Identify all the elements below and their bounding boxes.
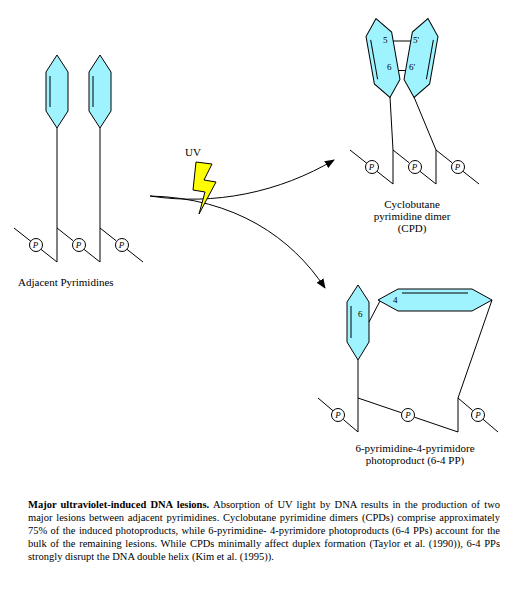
reaction-arrow: [150, 160, 334, 199]
pyrimidine-ring: [401, 16, 440, 99]
phosphate-circle: P: [451, 160, 465, 174]
diagram-label: Cyclobutane pyrimidine dimer (CPD): [362, 198, 462, 234]
pyrimidine-ring: [378, 289, 492, 311]
phosphate-label: P: [335, 410, 341, 420]
backbone-connector: [84, 228, 116, 262]
backbone-connector: [420, 150, 452, 184]
figure-caption: Major ultraviolet-induced DNA lesions.Ab…: [28, 498, 500, 563]
phosphate-label: P: [412, 162, 418, 172]
backbone-connector: [41, 228, 73, 262]
backbone-connector: [377, 150, 409, 184]
uv-bolt: [193, 162, 216, 214]
diagram-label: Adjacent Pyrimidines: [18, 276, 158, 288]
phosphate-label: P: [369, 162, 375, 172]
phosphate-circle: P: [401, 408, 415, 422]
phosphate-circle: P: [331, 408, 345, 422]
pyrimidine-ring: [363, 16, 402, 99]
diagram-label: 4: [393, 295, 401, 305]
sugar-stick: [390, 97, 393, 150]
phosphate-label: P: [33, 240, 39, 250]
sugar-stick: [414, 97, 436, 150]
phosphate-circle: P: [72, 238, 86, 252]
phosphate-circle: P: [471, 408, 485, 422]
phosphate-circle: P: [365, 160, 379, 174]
cyclobutane-bond: [398, 70, 406, 71]
phosphate-circle: P: [115, 238, 129, 252]
phosphate-label: P: [119, 240, 125, 250]
diagram-label: 6: [387, 62, 395, 72]
phosphate-label: P: [405, 410, 411, 420]
sugar-stick: [458, 300, 492, 398]
sugar-stick: [100, 128, 101, 228]
backbone-connector: [415, 398, 473, 432]
phosphate-circle: P: [29, 238, 43, 252]
diagram-label: 5: [383, 35, 391, 45]
pyrimidine-ring: [89, 55, 111, 128]
phosphate-label: P: [455, 162, 461, 172]
pyrimidine-ring: [347, 285, 369, 360]
diagram-label: 6': [409, 62, 419, 72]
pyrimidine-ring: [46, 55, 68, 128]
phosphate-label: P: [76, 240, 82, 250]
cyclobutane-bond: [393, 41, 411, 42]
sugar-stick: [57, 128, 58, 228]
caption-heading: Major ultraviolet-induced DNA lesions.: [28, 499, 209, 510]
bond-6-4: [369, 301, 380, 322]
reaction-arrow: [150, 196, 325, 288]
phosphate-label: P: [475, 410, 481, 420]
sugar-stick: [358, 360, 359, 398]
diagram-label: 5': [413, 35, 423, 45]
phosphate-circle: P: [408, 160, 422, 174]
backbone-connector: [343, 398, 401, 432]
diagram-label: 6-pyrimidine-4-pyrimidore photoproduct (…: [335, 442, 495, 466]
diagram-label: 6: [358, 309, 366, 319]
diagram-label: UV: [185, 146, 215, 158]
